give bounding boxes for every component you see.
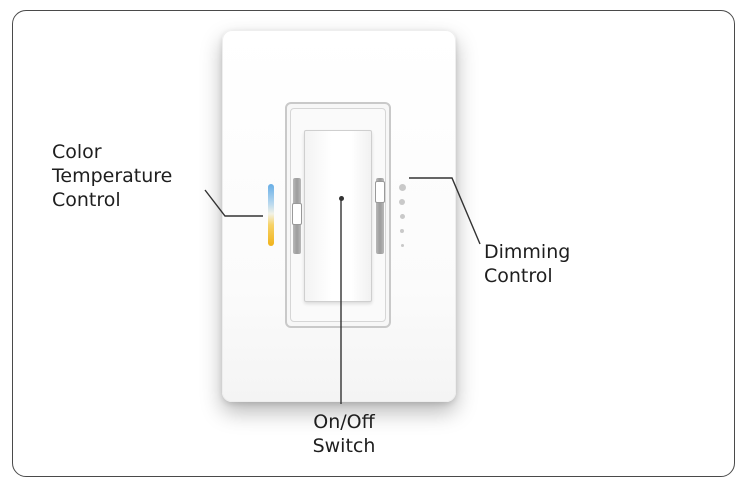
color-temperature-label-line-2: Temperature <box>52 165 173 187</box>
color-temperature-label-line-1: Color <box>52 141 102 163</box>
figure-frame <box>12 10 735 477</box>
color-temperature-slider-knob <box>292 203 302 225</box>
rocker-indicator-dot <box>339 196 344 201</box>
on-off-rocker-switch <box>304 130 372 302</box>
dimming-slider-knob <box>375 181 385 203</box>
dimming-indicator-dot <box>398 183 406 191</box>
dimming-label-line-1: Dimming <box>484 241 571 263</box>
dimming-leader <box>409 177 481 245</box>
color-temperature-label: Color Temperature Control <box>52 140 172 212</box>
dimming-indicator-dot <box>399 198 405 205</box>
dimming-label-line-2: Control <box>484 265 553 287</box>
color-temperature-label-line-3: Control <box>52 189 121 211</box>
dimming-slider-track <box>376 178 384 254</box>
dimming-indicator-dot <box>400 228 404 233</box>
dimming-control-label: Dimming Control <box>484 240 570 288</box>
on-off-label-line-2: Switch <box>312 435 376 457</box>
color-temperature-indicator-bar <box>268 184 274 246</box>
on-off-switch-label: On/Off Switch <box>305 410 383 458</box>
dimming-indicator-dot <box>400 243 404 247</box>
dimming-indicator-dot <box>399 213 405 219</box>
on-off-label-line-1: On/Off <box>313 411 375 433</box>
color-temperature-leader <box>204 189 263 217</box>
